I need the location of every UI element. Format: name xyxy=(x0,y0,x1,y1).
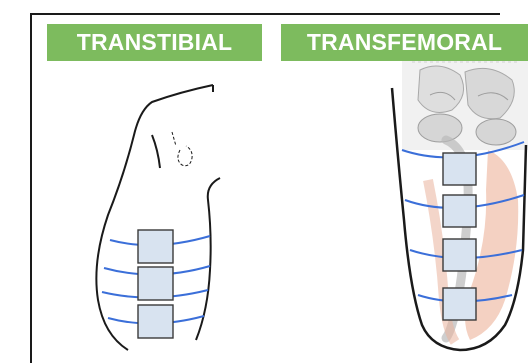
outline-detail xyxy=(172,132,176,146)
electrode-pad xyxy=(138,267,173,300)
electrode-pad xyxy=(138,305,173,338)
electrode-pad xyxy=(138,230,173,263)
electrode-pad xyxy=(443,239,476,271)
transfemoral-electrodes xyxy=(443,153,476,320)
knee-contour xyxy=(152,135,160,168)
patella-sketch xyxy=(178,146,192,166)
transfemoral-diagram xyxy=(392,58,528,350)
back-contour xyxy=(218,92,222,178)
transtibial-diagram xyxy=(96,85,222,350)
transtibial-label: TRANSTIBIAL xyxy=(47,24,262,61)
electrode-pad xyxy=(443,288,476,320)
transtibial-electrodes xyxy=(138,230,173,338)
electrode-pad xyxy=(443,195,476,227)
electrode-pad xyxy=(443,153,476,185)
transfemoral-label: TRANSFEMORAL xyxy=(281,24,528,61)
pelvis-bones xyxy=(402,58,528,150)
